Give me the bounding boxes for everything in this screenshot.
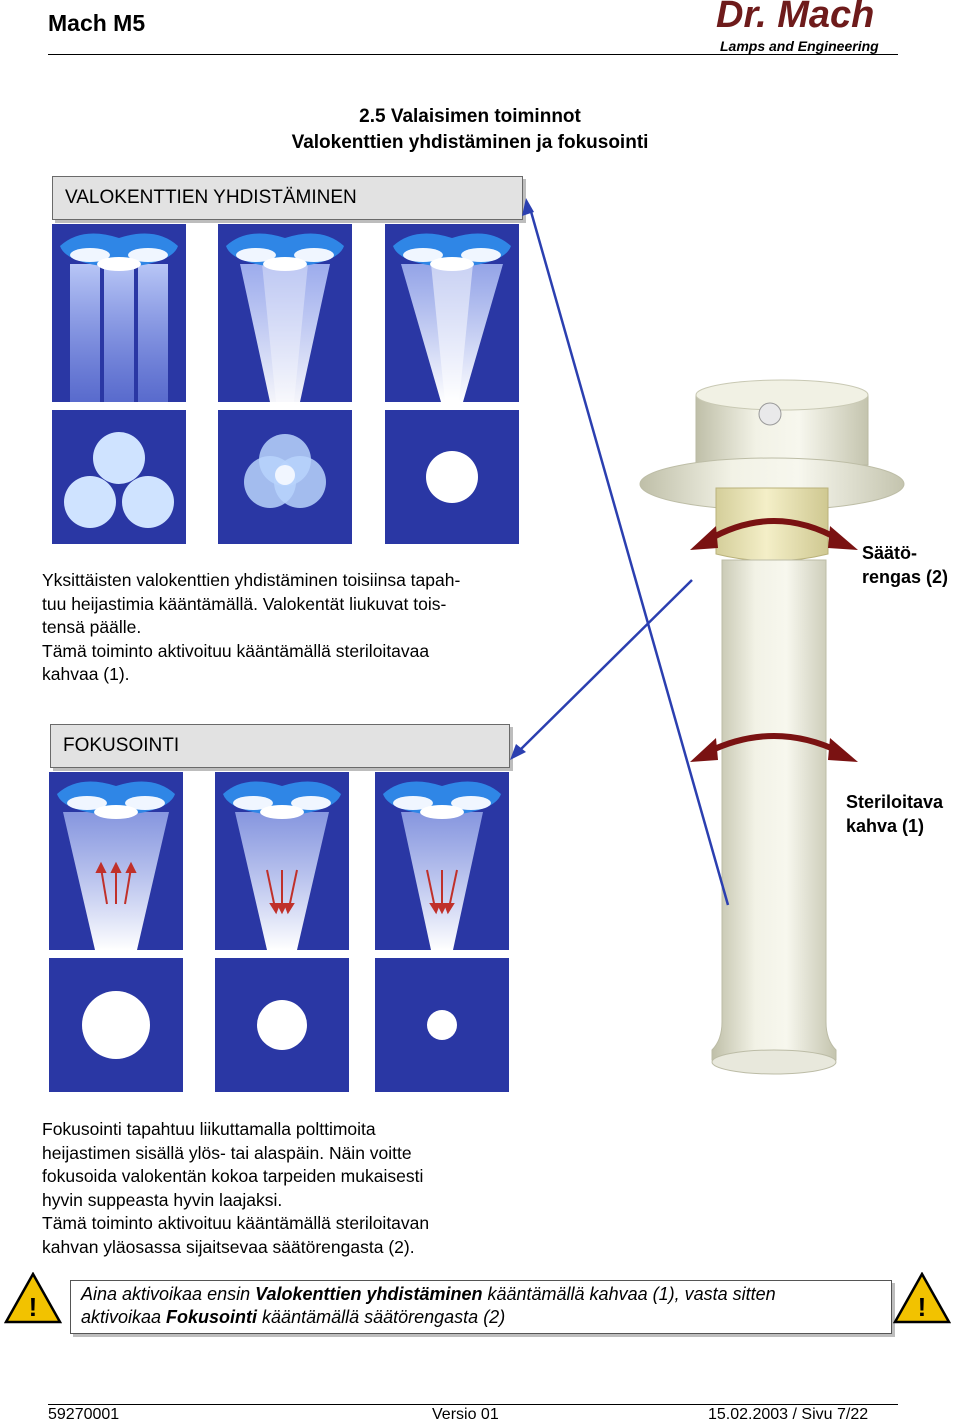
warning-note: Aina aktivoikaa ensin Valokenttien yhdis… bbox=[70, 1280, 892, 1334]
document-version: Versio 01 bbox=[432, 1406, 499, 1423]
brand-logo-text: Dr. Mach bbox=[716, 0, 875, 36]
footer-rule bbox=[48, 1404, 898, 1405]
illustration-beams-combined bbox=[385, 224, 519, 402]
svg-text:!: ! bbox=[29, 1292, 38, 1322]
page-title: 2.5 Valaisimen toiminnot bbox=[359, 106, 581, 127]
date-and-page: 15.02.2003 / Sivu 7/22 bbox=[708, 1406, 869, 1423]
svg-text:!: ! bbox=[918, 1292, 927, 1322]
focusing-description: Fokusointi tapahtuu liikuttamalla poltti… bbox=[42, 1119, 430, 1257]
section-heading-focusing: FOKUSOINTI bbox=[50, 724, 510, 768]
header-rule bbox=[48, 54, 898, 55]
warning-icon-left: ! bbox=[4, 1272, 62, 1324]
illustration-focus-narrow bbox=[375, 772, 509, 950]
illustration-beams-overlapping bbox=[218, 224, 352, 402]
illustration-fields-separate bbox=[52, 410, 186, 544]
warning-icon-right: ! bbox=[893, 1272, 951, 1324]
illustration-fields-combined bbox=[385, 410, 519, 544]
header-title: Mach M5 bbox=[48, 10, 146, 36]
ring-label: Säätö- rengas (2) bbox=[862, 543, 949, 587]
section-heading-combining: VALOKENTTIEN YHDISTÄMINEN bbox=[52, 176, 523, 220]
document-number: 59270001 bbox=[48, 1406, 120, 1423]
illustration-beams-separate bbox=[52, 224, 186, 402]
illustration-focus-wide bbox=[49, 772, 183, 950]
illustration-spot-large bbox=[49, 958, 183, 1092]
page-subtitle: Valokenttien yhdistäminen ja fokusointi bbox=[291, 132, 649, 153]
illustration-spot-medium bbox=[215, 958, 349, 1092]
illustration-focus-medium bbox=[215, 772, 349, 950]
illustration-fields-overlapping bbox=[218, 410, 352, 544]
handle-label: Steriloitava kahva (1) bbox=[846, 792, 944, 836]
combining-description: Yksittäisten valokenttien yhdistäminen t… bbox=[42, 570, 461, 684]
illustration-spot-small bbox=[375, 958, 509, 1092]
brand-subtitle: Lamps and Engineering bbox=[720, 38, 879, 54]
